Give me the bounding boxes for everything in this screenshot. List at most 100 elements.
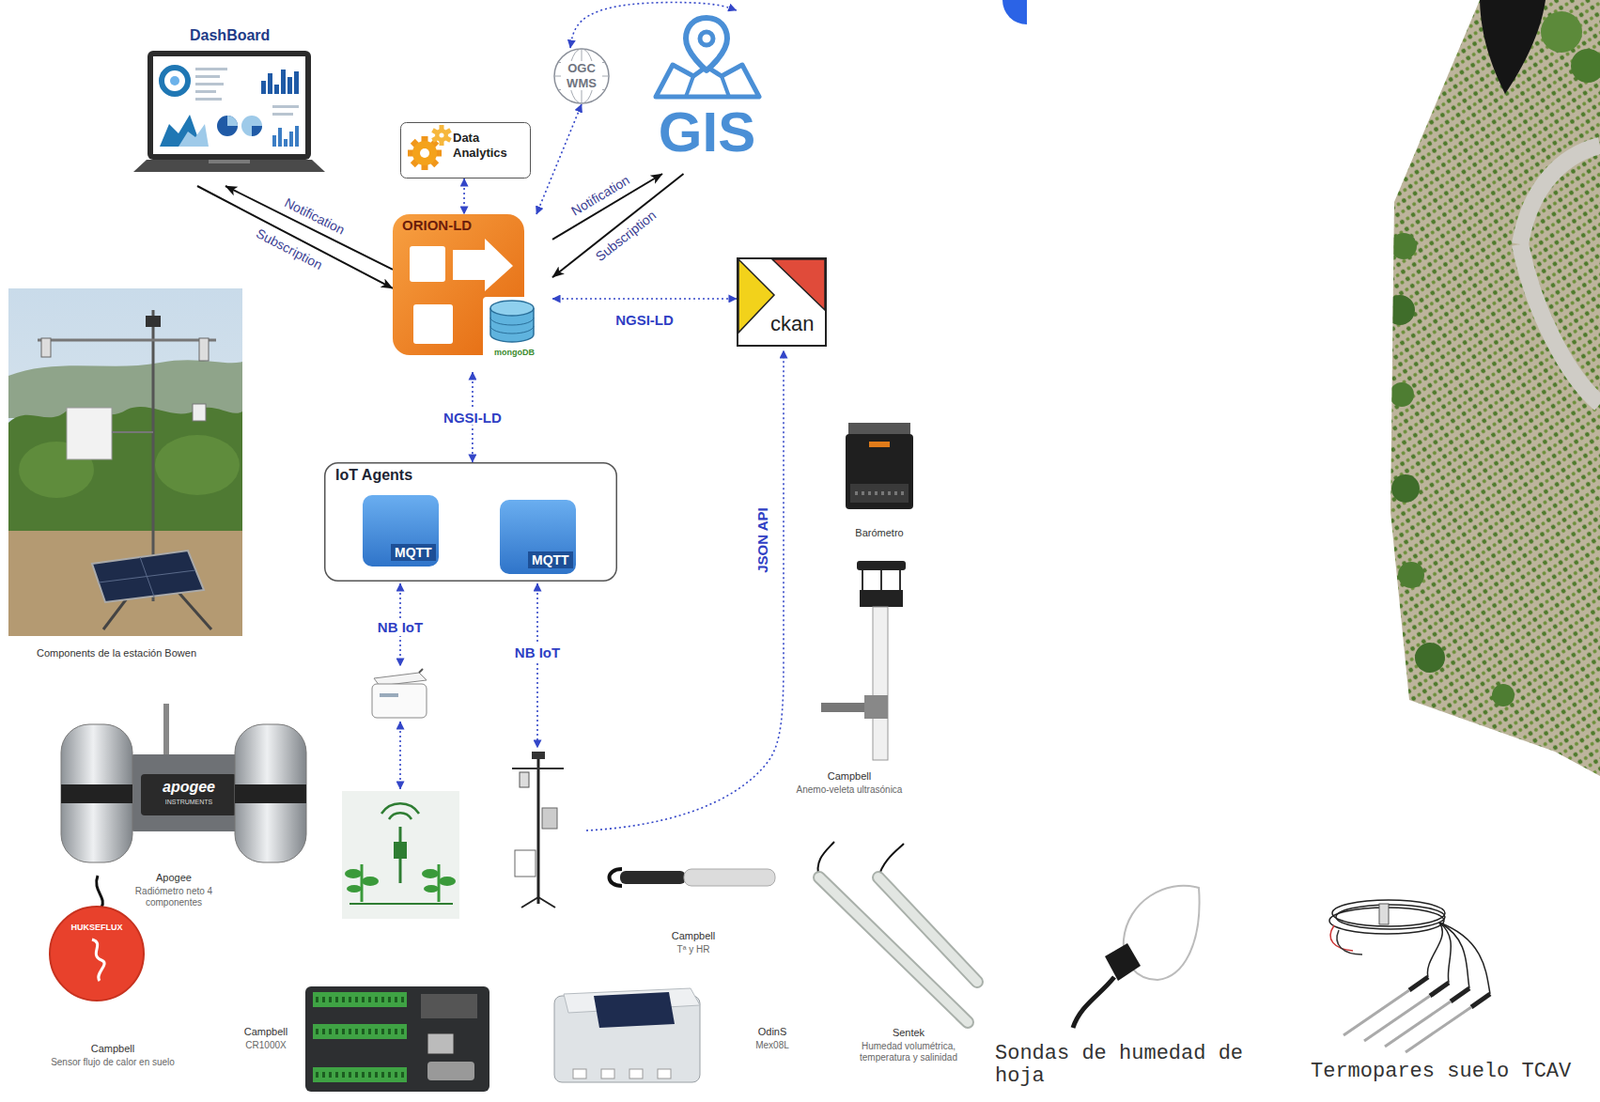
caption-text: Barómetro xyxy=(854,527,903,540)
broker-label: ORION-LD xyxy=(402,217,472,234)
mqtt-label: MQTT xyxy=(528,551,574,569)
caption-brand: Campbell xyxy=(244,1025,288,1039)
edge-label: NGSI-LD xyxy=(615,311,674,328)
label-anchor: Anemo-veleta ultrasónica xyxy=(796,784,903,796)
aerial-vineyard-map xyxy=(1391,474,1420,503)
datalogger xyxy=(420,994,478,1019)
soil-thermocouples xyxy=(1336,930,1363,955)
aerial-vineyard-map xyxy=(1491,683,1515,707)
ckan-outline xyxy=(737,258,826,346)
laptop-outline xyxy=(195,67,228,71)
ckan-logo: ckan xyxy=(736,257,827,347)
field-node-icon xyxy=(438,876,456,886)
nbiot-node-box xyxy=(554,988,700,1083)
aerial-vineyard-map xyxy=(1398,561,1425,589)
soil-thermocouples xyxy=(1429,982,1449,996)
net-radiometer xyxy=(61,703,307,863)
caption-text: Mex08L xyxy=(755,1040,790,1052)
soil-thermocouples xyxy=(1335,904,1445,930)
laptop-outline xyxy=(287,77,293,94)
soil-thermocouples xyxy=(1379,903,1389,925)
caption-brand: Sentek xyxy=(892,1026,925,1040)
label-anchor: Campbell xyxy=(671,930,715,943)
barometer xyxy=(850,483,909,503)
laptop-outline xyxy=(272,112,294,116)
ultrasonic-anemometer xyxy=(880,570,883,592)
weather-station-pole xyxy=(537,751,541,904)
flow-arrow xyxy=(197,186,393,289)
laptop-outline xyxy=(227,115,238,126)
edge-label: NGSI-LD xyxy=(440,409,505,426)
laptop-outline xyxy=(295,125,299,147)
mqtt-outline xyxy=(362,495,439,567)
laptop-outline xyxy=(278,127,282,147)
soil-thermocouples xyxy=(1450,988,1470,1002)
globe-label: OGC WMS xyxy=(560,61,603,91)
label-anchor: Components de la estación Bowen xyxy=(36,647,197,660)
barometer xyxy=(854,491,904,496)
datalogger xyxy=(315,996,404,1003)
net-radiometer xyxy=(234,724,307,863)
barometer xyxy=(845,422,914,510)
laptop-outline xyxy=(294,71,299,94)
soil-moisture-probes xyxy=(878,877,978,982)
ultrasonic-anemometer xyxy=(821,560,906,761)
nbiot-node-box xyxy=(573,1069,587,1079)
soil-thermocouples xyxy=(1329,900,1491,1053)
edge-label-anchor: Notification xyxy=(282,194,348,237)
field-node-icon xyxy=(423,885,439,893)
gis-label: GIS xyxy=(648,104,766,161)
analytics-box: Data Analytics xyxy=(400,122,531,179)
brand-mark: HUKSEFLUX xyxy=(70,922,123,933)
bowen-station-photo xyxy=(145,315,161,327)
json-api-link xyxy=(586,350,784,831)
weather-station-pole xyxy=(542,807,558,829)
aerial-vineyard-map xyxy=(1390,233,1417,260)
edge-label: Notification xyxy=(282,194,348,237)
mqtt-outline xyxy=(499,499,576,575)
field-node-icon xyxy=(349,902,453,905)
gis-outline xyxy=(685,17,728,71)
laptop-outline xyxy=(195,82,224,86)
bowen-station-photo xyxy=(155,434,240,496)
dotted-link xyxy=(536,104,582,215)
edge-label-anchor: Subscription xyxy=(253,225,326,273)
soil-thermocouples xyxy=(1364,995,1430,1041)
gearbox-outline xyxy=(434,128,449,142)
orion-outline xyxy=(452,238,513,292)
orion-context-broker: ORION-LDmongoDB xyxy=(392,214,553,373)
field-node-icon xyxy=(344,869,362,879)
laptop-outline xyxy=(195,97,222,101)
aerial-vineyard-map xyxy=(1389,382,1414,407)
edge-label: Notification xyxy=(568,171,633,218)
datalogger xyxy=(312,992,407,1008)
nbiot-node-box xyxy=(601,1069,615,1079)
laptop-outline xyxy=(147,50,311,160)
aerial-vineyard-map xyxy=(1479,0,1546,94)
barometer xyxy=(869,441,890,448)
soil-thermocouples xyxy=(1409,977,1429,991)
label-anchor: Campbell xyxy=(244,1025,288,1039)
ogc-wms-globe: OGC WMS xyxy=(553,47,610,105)
nbiot-gateway xyxy=(379,693,399,698)
label-anchor: Radiómetro neto 4 componentes xyxy=(130,885,218,909)
net-radiometer xyxy=(61,784,133,804)
datalogger xyxy=(427,1033,454,1055)
gis-icon: GIS xyxy=(648,10,766,174)
soil-moisture-probes xyxy=(878,877,978,982)
datalogger xyxy=(427,1061,475,1081)
laptop-outline xyxy=(280,69,286,94)
soil-thermocouples xyxy=(1343,990,1410,1036)
group-outline xyxy=(325,463,618,582)
gis-outline xyxy=(685,76,730,97)
nbiot-gateway xyxy=(372,668,427,718)
edge-label: Subscription xyxy=(253,225,326,273)
edge-label-anchor: Notification xyxy=(568,171,633,218)
mqtt-agent: MQTT xyxy=(362,495,439,567)
laptop-outline xyxy=(208,159,250,164)
gearbox-outline xyxy=(412,140,437,166)
laptop-outline xyxy=(195,90,217,94)
bowen-station-photo xyxy=(66,407,112,460)
orion-outline xyxy=(409,246,446,282)
